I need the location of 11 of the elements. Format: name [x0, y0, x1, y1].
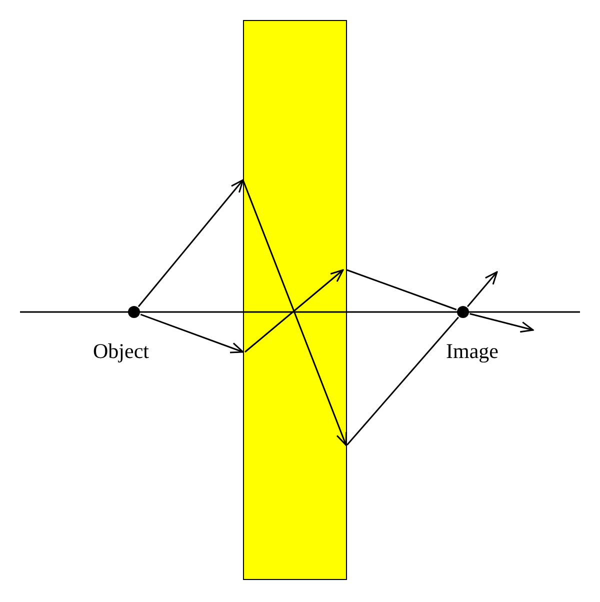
- point-marker: [128, 306, 140, 318]
- light-ray: [470, 313, 534, 333]
- light-ray: [346, 316, 459, 446]
- glass-slab: [243, 20, 347, 580]
- light-ray: [138, 179, 244, 308]
- light-ray: [346, 269, 457, 310]
- light-ray: [140, 314, 244, 354]
- light-ray: [466, 271, 498, 308]
- point-label: Object: [93, 339, 149, 363]
- point-label: Image: [446, 339, 498, 363]
- point-marker: [457, 306, 469, 318]
